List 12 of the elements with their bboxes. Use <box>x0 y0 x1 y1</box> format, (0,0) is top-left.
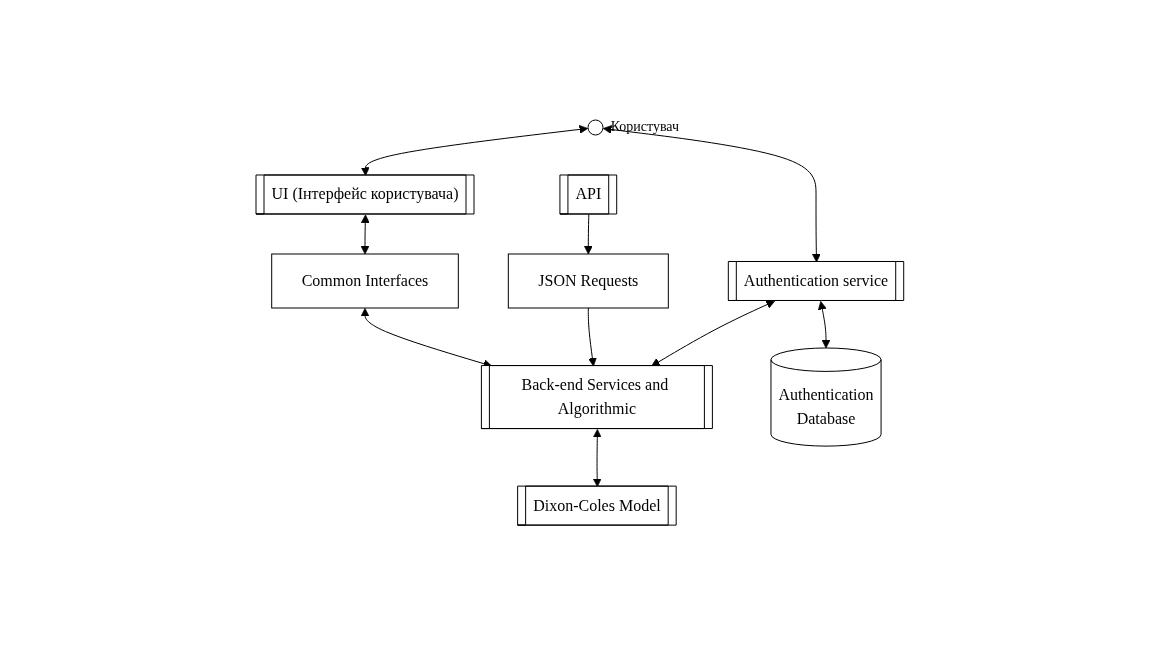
node-caption: Користувач <box>610 118 680 135</box>
node-circle <box>587 119 604 136</box>
node-box: Common Interfaces <box>270 253 459 309</box>
arrow <box>592 429 602 488</box>
arrow <box>587 307 597 367</box>
arrow <box>360 214 370 255</box>
node-box: JSON Requests <box>507 253 669 309</box>
arrow <box>360 125 588 177</box>
arrow <box>602 125 821 263</box>
arrow <box>650 300 775 367</box>
arrow <box>583 214 593 255</box>
arrow <box>817 301 831 349</box>
